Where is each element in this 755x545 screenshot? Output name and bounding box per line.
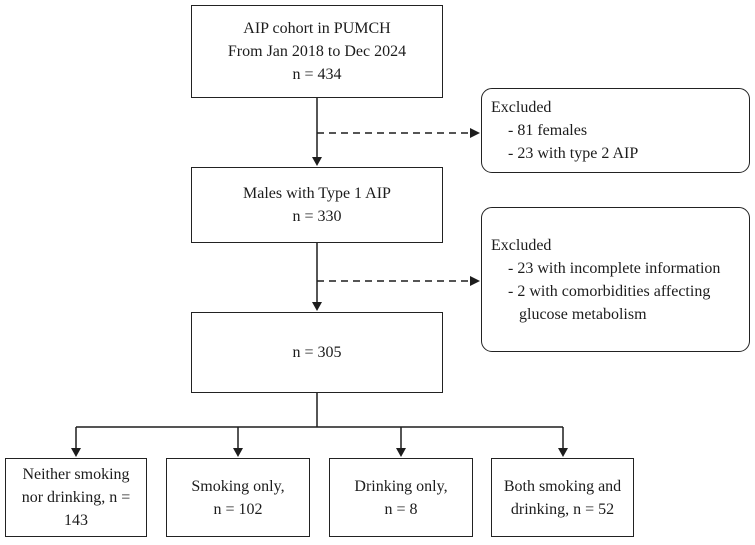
arrow-dashed-to-excluded-1	[317, 128, 480, 138]
arrow-dashed-to-excluded-2	[317, 276, 480, 286]
arrow-to-group-smoking	[233, 427, 243, 457]
excluded-1-item-type2: - 23 with type 2 AIP	[508, 145, 639, 162]
excluded-2-item-comorbidities: - 2 with comorbidities affecting glucose…	[508, 282, 711, 323]
group-smoking-box: Smoking only, n = 102	[166, 458, 310, 537]
arrow-to-group-neither	[71, 427, 81, 457]
group-both-box: Both smoking and drinking, n = 52	[491, 458, 634, 537]
excluded-box-1: Excluded - 81 females - 23 with type 2 A…	[481, 88, 750, 173]
cohort-line-3: n = 434	[292, 66, 342, 83]
males-line-2: n = 330	[292, 208, 342, 225]
group-drinking-box: Drinking only, n = 8	[329, 458, 473, 537]
group-smoking-line-1: Smoking only,	[191, 477, 285, 495]
arrow-males-to-analyzed	[312, 243, 322, 311]
males-line-1: Males with Type 1 AIP	[243, 185, 391, 202]
arrow-to-group-both	[558, 427, 568, 457]
males-type1-box: Males with Type 1 AIP n = 330	[191, 167, 443, 243]
group-neither-line-2: nor drinking, n =	[21, 489, 131, 506]
excluded-2-item-incomplete: - 23 with incomplete information	[508, 259, 721, 277]
branch-stem	[76, 393, 563, 428]
excluded-2-title: Excluded	[491, 236, 552, 254]
analyzed-box: n = 305	[191, 312, 443, 393]
group-both-line-2: drinking, n = 52	[510, 500, 615, 518]
group-smoking-line-2: n = 102	[213, 500, 263, 518]
excluded-1-title: Excluded	[491, 99, 552, 116]
analyzed-line-1: n = 305	[292, 344, 342, 361]
excluded-box-2: Excluded - 23 with incomplete informatio…	[481, 207, 750, 352]
cohort-line-1: AIP cohort in PUMCH	[243, 20, 391, 37]
arrow-to-group-drinking	[396, 427, 406, 457]
excluded-1-item-females: - 81 females	[508, 122, 588, 139]
group-neither-box: Neither smoking nor drinking, n = 143	[5, 458, 147, 537]
group-neither-line-1: Neither smoking	[22, 466, 130, 483]
group-neither-line-3: 143	[64, 512, 88, 529]
group-both-line-1: Both smoking and	[503, 477, 622, 495]
group-drinking-line-1: Drinking only,	[354, 477, 448, 495]
group-drinking-line-2: n = 8	[384, 500, 418, 518]
cohort-line-2: From Jan 2018 to Dec 2024	[227, 43, 407, 60]
arrow-cohort-to-males	[312, 98, 322, 166]
cohort-box: AIP cohort in PUMCH From Jan 2018 to Dec…	[191, 5, 443, 98]
